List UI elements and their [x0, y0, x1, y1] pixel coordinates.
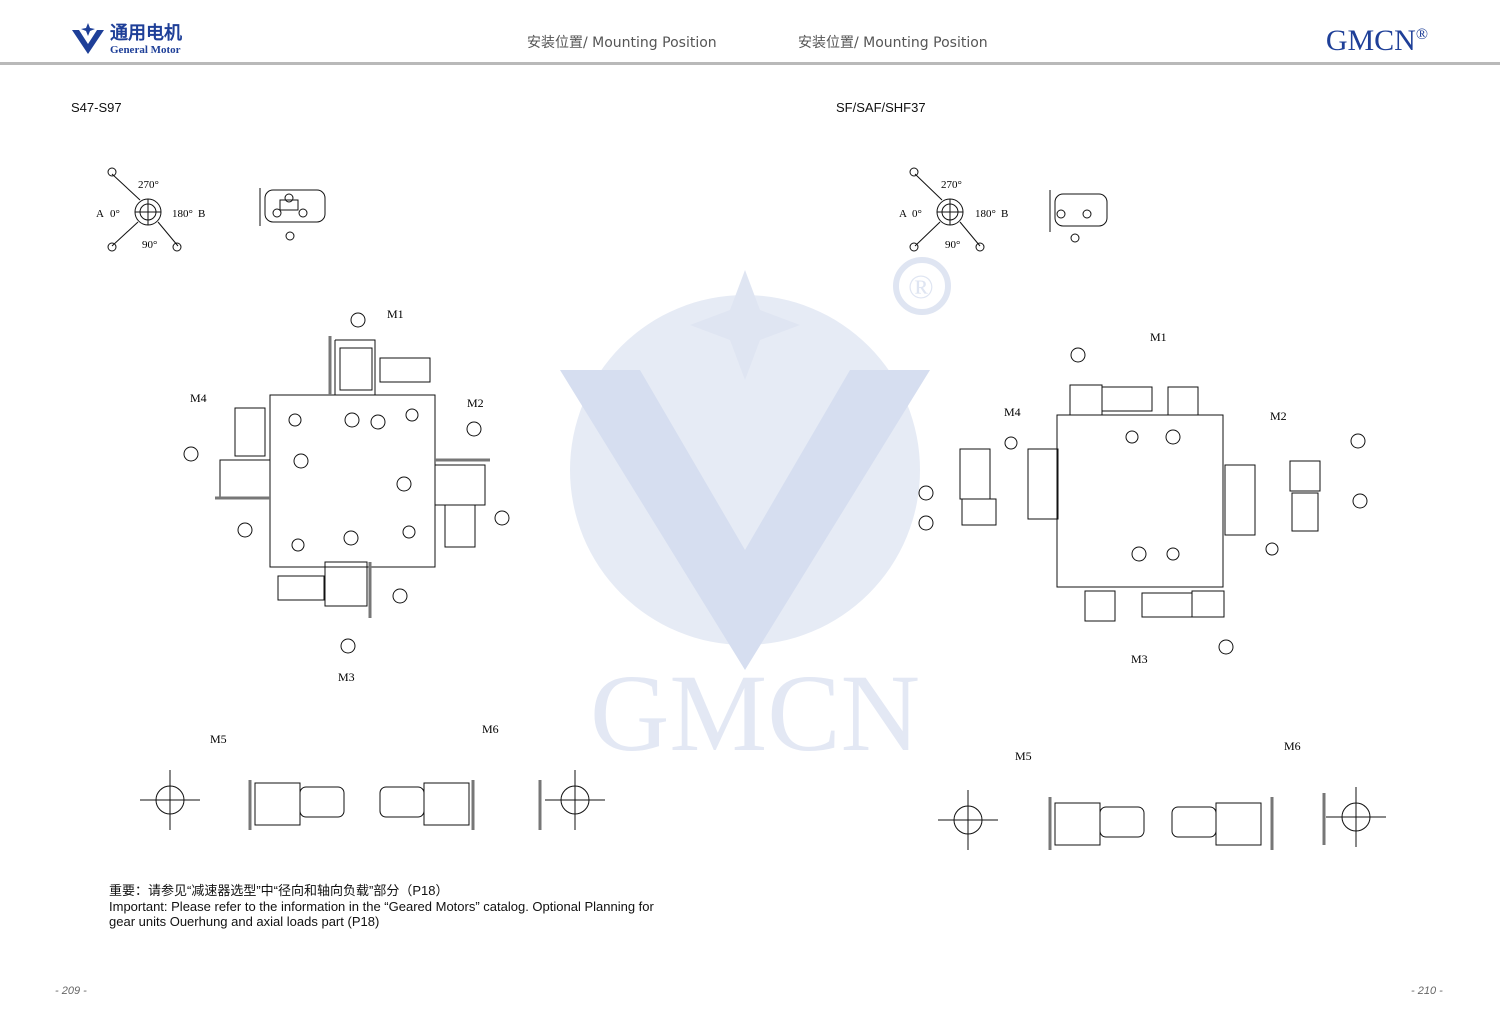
left-angle-b: B [198, 208, 205, 220]
right-position-m6: M6 [1284, 739, 1301, 753]
left-m1-m4-diagram: M1 M2 M3 M4 [183, 307, 510, 684]
left-model-label: S47-S97 [71, 100, 122, 115]
right-angle-b: B [1001, 208, 1008, 220]
header-title-right: 安装位置/ Mounting Position [798, 35, 988, 51]
header-title-left: 安装位置/ Mounting Position [527, 35, 717, 51]
right-angle-180: 180° [975, 208, 996, 220]
right-m5-m6-diagram: M5 M6 [938, 739, 1386, 850]
right-m1-m4-diagram: M1 M2 M3 M4 [918, 330, 1368, 666]
logo-en-text: General Motor [110, 44, 181, 56]
right-position-m1: M1 [1150, 330, 1167, 344]
right-position-m4: M4 [1004, 405, 1021, 419]
right-page-number: - 210 - [1411, 985, 1443, 997]
right-angle-a: A [899, 208, 907, 220]
left-page-number: - 209 - [55, 985, 87, 997]
left-note-en-1: Important: Please refer to the informati… [109, 899, 654, 914]
logo-icon [72, 23, 104, 54]
left-position-m1: M1 [387, 307, 404, 321]
right-model-label: SF/SAF/SHF37 [836, 100, 926, 115]
left-position-m3: M3 [338, 670, 355, 684]
left-angle-a: A [96, 208, 104, 220]
right-angle-90: 90° [945, 239, 960, 251]
header-divider [0, 62, 1500, 65]
left-position-m6: M6 [482, 725, 499, 736]
right-reference-views: 270° A 0° 180° B 90° [899, 167, 1108, 252]
left-angle-270: 270° [138, 179, 159, 191]
right-angle-270: 270° [941, 179, 962, 191]
left-angle-180: 180° [172, 208, 193, 220]
left-position-m2: M2 [467, 396, 484, 410]
left-note-cn: 重要：请参见“减速器选型”中“径向和轴向负载”部分（P18） [109, 883, 449, 898]
watermark-logo: ® GMCN [560, 257, 951, 770]
left-angle-0: 0° [110, 208, 120, 220]
logo-cn-text: 通用电机 [110, 23, 182, 44]
left-note-en-2: gear units Ouerhung and axial loads part… [109, 914, 380, 929]
left-position-m5: M5 [210, 732, 227, 746]
right-position-m2: M2 [1270, 409, 1287, 423]
right-position-m3: M3 [1131, 652, 1148, 666]
left-position-m4: M4 [190, 391, 207, 405]
right-position-m5: M5 [1015, 749, 1032, 763]
watermark-mark: ® [908, 269, 934, 306]
left-m5-m6-diagram: M5 M6 [140, 725, 605, 830]
brand-mark: ® [1415, 26, 1428, 43]
company-logo: 通用电机 General Motor [70, 20, 200, 62]
brand-text: GMCN [1325, 24, 1416, 57]
left-angle-90: 90° [142, 239, 157, 251]
brand-name: GMCN® [1326, 24, 1428, 58]
left-reference-views: 270° A 0° 180° B 90° [96, 167, 326, 252]
right-angle-0: 0° [912, 208, 922, 220]
watermark-text: GMCN [590, 652, 920, 770]
